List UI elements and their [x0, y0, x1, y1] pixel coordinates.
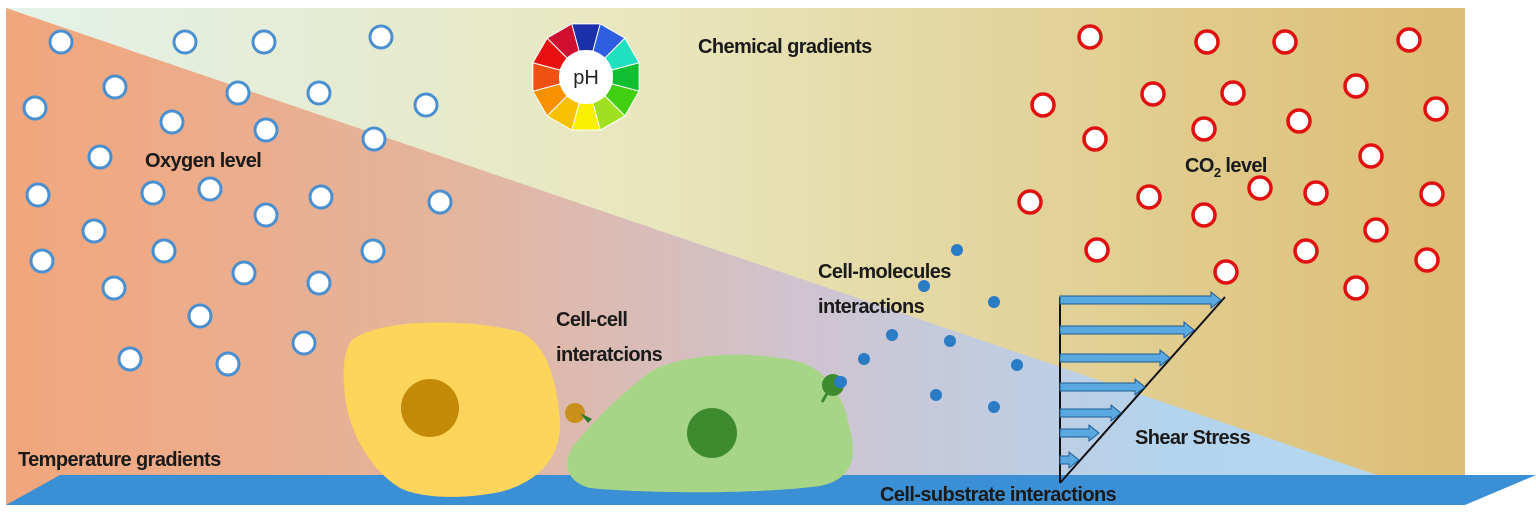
oxygen-molecule [87, 144, 113, 170]
oxygen-molecule [306, 80, 332, 106]
signal-molecule [988, 296, 1000, 308]
shear-arrow [1059, 320, 1195, 340]
oxygen-molecule [291, 330, 317, 356]
oxygen-molecule [29, 248, 55, 274]
cell-cell-label-line1: Cell-cell [556, 309, 627, 331]
signal-molecule [918, 280, 930, 292]
temperature-gradients-label: Temperature gradients [18, 449, 221, 471]
yellow-cell-nucleus [401, 379, 459, 437]
ph-wheel-icon [532, 23, 640, 131]
shear-arrow [1059, 290, 1222, 310]
co2-molecule [1136, 184, 1162, 210]
co2-molecule [1194, 29, 1220, 55]
co2-molecule [1293, 238, 1319, 264]
co2-molecule [1396, 27, 1422, 53]
oxygen-molecule [197, 176, 223, 202]
co2-molecule [1303, 180, 1329, 206]
oxygen-molecule [231, 260, 257, 286]
signal-molecule [944, 335, 956, 347]
oxygen-molecule [81, 218, 107, 244]
shear-arrow [1059, 403, 1122, 423]
co2-molecule [1414, 247, 1440, 273]
co2-molecule [1358, 143, 1384, 169]
free-molecules [835, 244, 1023, 413]
oxygen-molecule [225, 80, 251, 106]
co2-molecule [1343, 275, 1369, 301]
cell-cell-label-line2: interatcions [556, 344, 663, 366]
co2-molecule [1286, 108, 1312, 134]
co2-molecule [1423, 96, 1449, 122]
oxygen-molecule [360, 238, 386, 264]
oxygen-molecule [251, 29, 277, 55]
oxygen-molecule [427, 189, 453, 215]
oxygen-molecule [102, 74, 128, 100]
oxygen-molecule [140, 180, 166, 206]
shear-arrow [1059, 423, 1100, 443]
signal-molecule [886, 329, 898, 341]
co2-molecule [1419, 181, 1445, 207]
shear-stress-profile [1059, 290, 1226, 484]
oxygen-molecule [308, 184, 334, 210]
green-cell-nucleus [687, 408, 737, 458]
oxygen-molecule [101, 275, 127, 301]
oxygen-molecule [361, 126, 387, 152]
oxygen-molecule [253, 202, 279, 228]
co2-molecule [1272, 29, 1298, 55]
co2-molecule [1017, 189, 1043, 215]
co2-molecule [1191, 202, 1217, 228]
shear-arrow [1059, 450, 1080, 470]
cell-molecules-label-line1: Cell-molecules [818, 261, 951, 283]
co2-molecule [1363, 217, 1389, 243]
oxygen-molecules [22, 24, 453, 377]
co2-molecule [1077, 24, 1103, 50]
oxygen-molecule [48, 29, 74, 55]
oxygen-molecule [151, 238, 177, 264]
co2-molecule [1140, 81, 1166, 107]
oxygen-molecule [117, 346, 143, 372]
shear-arrow [1059, 377, 1146, 397]
oxygen-molecule [413, 92, 439, 118]
chemical-gradients-label: Chemical gradients [698, 36, 872, 58]
signal-molecule [988, 401, 1000, 413]
ph-wheel-center [559, 50, 613, 104]
oxygen-molecule [368, 24, 394, 50]
cell-molecules-label-line2: interactions [818, 296, 925, 318]
co2-level-label: CO2 level [1185, 155, 1267, 180]
co2-molecule [1213, 259, 1239, 285]
oxygen-molecule [306, 270, 332, 296]
oxygen-molecule [172, 29, 198, 55]
co2-molecule [1343, 73, 1369, 99]
shear-arrow [1059, 348, 1171, 368]
oxygen-molecule [25, 182, 51, 208]
co2-molecule [1220, 80, 1246, 106]
oxygen-molecule [159, 109, 185, 135]
signal-molecule [858, 353, 870, 365]
oxygen-molecule [215, 351, 241, 377]
co2-molecule [1030, 92, 1056, 118]
co2-molecule [1084, 237, 1110, 263]
co2-molecule [1247, 175, 1273, 201]
signal-molecule [951, 244, 963, 256]
cell-substrate-label: Cell-substrate interactions [880, 484, 1117, 506]
oxygen-molecule [253, 117, 279, 143]
signal-molecule [835, 376, 847, 388]
oxygen-molecule [22, 95, 48, 121]
ph-label: pH [573, 67, 599, 89]
signal-molecule [1011, 359, 1023, 371]
shear-stress-label: Shear Stress [1135, 427, 1251, 449]
co2-molecule [1191, 116, 1217, 142]
co2-molecules [1017, 24, 1449, 301]
cell-cell-receptor-icon [565, 403, 592, 423]
co2-molecule [1082, 126, 1108, 152]
oxygen-molecule [187, 303, 213, 329]
signal-molecule [930, 389, 942, 401]
oxygen-level-label: Oxygen level [145, 150, 261, 172]
